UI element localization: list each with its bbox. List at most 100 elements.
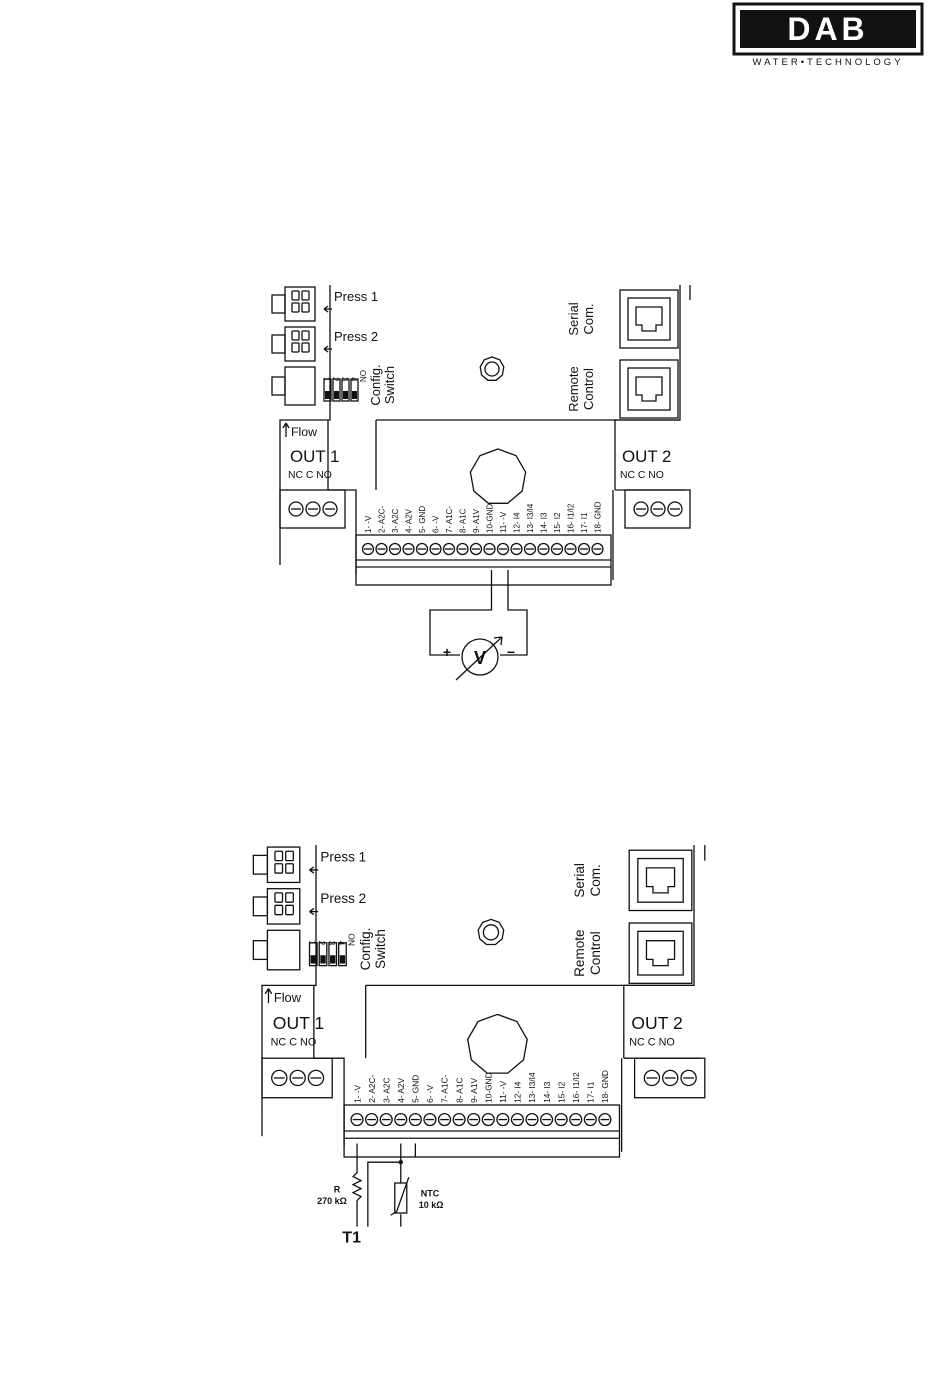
connector-body bbox=[284, 326, 316, 362]
out2-label: OUT 2 bbox=[631, 1013, 682, 1033]
ntc-value: 10 kΩ bbox=[419, 1200, 444, 1210]
connector-pin bbox=[274, 850, 284, 862]
dip-number: 1 bbox=[308, 941, 318, 946]
out1-terminal-block bbox=[279, 489, 346, 529]
terminal-label: 3- A2C bbox=[381, 1077, 391, 1102]
connector-pin bbox=[301, 342, 310, 353]
port-jack bbox=[635, 306, 663, 332]
dip-lever bbox=[320, 955, 326, 964]
hex-nut-center bbox=[484, 361, 500, 377]
dip-switch bbox=[341, 378, 350, 402]
press1-arrow bbox=[309, 866, 319, 874]
dip-switch bbox=[328, 942, 338, 967]
dip-number: 4 bbox=[349, 377, 358, 382]
terminal-screw bbox=[402, 542, 415, 556]
connector-pin bbox=[285, 904, 294, 916]
board-left-edge bbox=[261, 845, 317, 1116]
wire-positive bbox=[429, 570, 493, 656]
connector-tab bbox=[252, 896, 269, 917]
terminal-label: 13- I3/I4 bbox=[526, 503, 535, 533]
terminal-label: 4- A2V bbox=[396, 1078, 406, 1103]
dip-number: 2 bbox=[331, 377, 340, 382]
terminal-screw bbox=[537, 542, 550, 556]
terminal-screw bbox=[429, 542, 442, 556]
press2-label: Press 2 bbox=[320, 891, 366, 906]
out2-label: OUT 2 bbox=[622, 447, 671, 466]
terminal-label: 14- I3 bbox=[540, 512, 549, 533]
voltmeter-label: V bbox=[474, 648, 486, 668]
voltmeter-symbol bbox=[461, 638, 499, 676]
terminal-block-body bbox=[624, 489, 691, 529]
out1-label: OUT 1 bbox=[273, 1013, 324, 1033]
switch-tab bbox=[271, 376, 286, 396]
connector-pin bbox=[301, 330, 310, 341]
dip-number: 2 bbox=[317, 941, 327, 946]
press2-arrow bbox=[323, 345, 332, 353]
dip-switch bbox=[332, 378, 341, 402]
port-label-bottom: Control bbox=[588, 931, 603, 975]
board-inner-left bbox=[327, 420, 357, 575]
press2-connector bbox=[252, 888, 301, 925]
press1-connector bbox=[271, 286, 316, 322]
terminal-screw bbox=[483, 542, 496, 556]
terminal-screw bbox=[452, 1112, 466, 1127]
connector-tab bbox=[271, 334, 286, 354]
terminal-screw bbox=[525, 1112, 539, 1127]
connector-pin bbox=[274, 892, 284, 903]
terminal-label: 1- -V bbox=[364, 515, 373, 533]
port-label-top: Serial bbox=[572, 863, 587, 898]
terminal-screw bbox=[375, 542, 388, 556]
connector-pin bbox=[285, 892, 294, 903]
terminal-label: 14- I3 bbox=[542, 1081, 552, 1103]
terminal-screw bbox=[496, 542, 510, 556]
r-value: 270 kΩ bbox=[317, 1196, 347, 1206]
minus-sign: − bbox=[507, 644, 515, 660]
terminal-label: 3- A2C bbox=[391, 508, 400, 533]
dip-on-label: ON bbox=[358, 370, 367, 382]
dip-on-label: ON bbox=[346, 933, 356, 945]
dip-lever bbox=[352, 391, 357, 399]
terminal-label: 6- -V bbox=[425, 1084, 435, 1102]
terminal-block-body bbox=[633, 1057, 706, 1099]
connector-pin bbox=[291, 342, 300, 353]
terminal-screw bbox=[510, 1112, 525, 1127]
terminal-label: 9- A1V bbox=[472, 508, 481, 533]
terminal-screw bbox=[350, 1112, 364, 1127]
connector-pin bbox=[291, 302, 300, 313]
terminal-label: 18- GND bbox=[600, 1070, 610, 1103]
terminal-screw bbox=[643, 1069, 661, 1087]
dip-lever bbox=[330, 955, 336, 964]
hex-nut bbox=[477, 918, 505, 946]
terminal-screw bbox=[583, 1112, 597, 1127]
terminal-label: 1- -V bbox=[352, 1084, 362, 1102]
terminal-screw bbox=[591, 542, 604, 556]
terminal-screw bbox=[523, 542, 537, 556]
terminal-label: 8- A1C bbox=[459, 508, 468, 533]
plus-sign: + bbox=[443, 644, 451, 660]
connector-tab bbox=[252, 854, 269, 875]
dip-switch bbox=[308, 942, 318, 967]
terminal-label: 17- I1 bbox=[586, 1081, 596, 1103]
switch-housing bbox=[284, 366, 316, 406]
switch-tab bbox=[252, 940, 269, 961]
port-housing bbox=[628, 922, 693, 984]
terminal-screw bbox=[680, 1069, 697, 1087]
dip-lever bbox=[334, 391, 339, 399]
connector-pin bbox=[301, 290, 310, 301]
press2-connector bbox=[271, 326, 316, 362]
terminal-screw bbox=[650, 501, 666, 517]
press1-label: Press 1 bbox=[320, 850, 366, 865]
switch-label: Switch bbox=[373, 929, 388, 969]
terminal-screw bbox=[662, 1069, 679, 1087]
terminal-screw bbox=[569, 1112, 583, 1127]
terminal-label: 5- GND bbox=[418, 506, 427, 533]
terminal-label: 12- I4 bbox=[513, 512, 522, 533]
terminal-label: 8- A1C bbox=[454, 1077, 464, 1102]
wire-negative bbox=[500, 570, 528, 656]
terminal-label: 16- I1/I2 bbox=[571, 1072, 581, 1103]
terminal-screw bbox=[550, 542, 564, 556]
ntc-label: NTC bbox=[421, 1189, 440, 1199]
